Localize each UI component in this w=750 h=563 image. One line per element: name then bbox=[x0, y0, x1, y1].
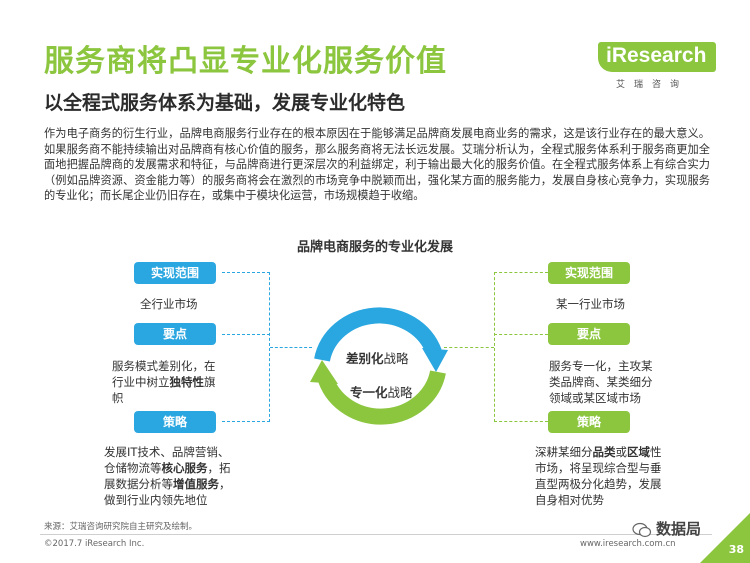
cycle-arrows-icon bbox=[310, 307, 448, 425]
right-strategy-bold-1: 品类 bbox=[592, 445, 616, 459]
left-point-line-2: 行业中树立独特性旗 bbox=[112, 374, 242, 390]
right-strategy-text: 深耕某细分品类或区域性 市场，将呈现综合型与垂 直型两极分化趋势，发展 自身相对… bbox=[535, 444, 695, 508]
right-point-line-1: 服务专一化，主攻某 bbox=[549, 359, 653, 373]
right-strategy-line-1a: 深耕某细分 bbox=[535, 445, 593, 459]
right-connector bbox=[494, 272, 548, 422]
left-point-line-1: 服务模式差别化，在 bbox=[112, 359, 216, 373]
right-strategy-line-2: 市场，将呈现综合型与垂 bbox=[535, 461, 662, 475]
wechat-icon bbox=[632, 522, 652, 537]
copyright: ©2017.7 iResearch Inc. bbox=[44, 539, 145, 549]
left-connector-out bbox=[270, 347, 312, 348]
left-strategy-line-3a: 展数据分析等 bbox=[104, 477, 173, 491]
left-point-bold: 独特性 bbox=[169, 375, 205, 389]
left-point-text: 服务模式差别化，在 行业中树立独特性旗 帜 bbox=[112, 358, 242, 406]
watermark: 数据局 bbox=[632, 518, 701, 539]
page-number: 38 bbox=[728, 543, 744, 556]
left-point-line-2a: 行业中树立 bbox=[112, 375, 170, 389]
top-strategy-label: 差别化战略 bbox=[346, 348, 409, 367]
right-connector-mid bbox=[494, 334, 548, 335]
green-arc bbox=[318, 370, 446, 425]
left-strategy-line-3b: ， bbox=[219, 477, 231, 491]
left-strategy-label: 策略 bbox=[134, 411, 216, 433]
page-subtitle: 以全程式服务体系为基础，发展专业化特色 bbox=[44, 92, 406, 114]
right-point-line-2: 类品牌商、某类细分 bbox=[549, 375, 653, 389]
right-strategy-line-4: 自身相对优势 bbox=[535, 493, 604, 507]
iresearch-logo: iResearch 艾瑞咨询 bbox=[598, 42, 716, 92]
source-note: 来源：艾瑞咨询研究院自主研究及绘制。 bbox=[44, 522, 198, 532]
left-scope-text: 全行业市场 bbox=[140, 297, 198, 311]
corner-decoration bbox=[700, 513, 750, 563]
green-arrowhead bbox=[310, 360, 338, 384]
left-strategy-line-2a: 仓储物流等 bbox=[104, 461, 162, 475]
page-title: 服务商将凸显专业化服务价值 bbox=[44, 44, 447, 79]
logo-subtitle: 艾瑞咨询 bbox=[616, 80, 689, 90]
right-strategy-line-3: 直型两极分化趋势，发展 bbox=[535, 477, 662, 491]
left-strategy-line-2b: ，拓 bbox=[207, 461, 231, 475]
strategy-cycle: 差别化战略 专一化战略 bbox=[304, 300, 454, 432]
right-point-text: 服务专一化，主攻某 类品牌商、某类细分 领域或某区域市场 bbox=[549, 358, 679, 406]
left-point-line-2b: 旗 bbox=[204, 375, 216, 389]
left-scope-label: 实现范围 bbox=[134, 262, 216, 284]
left-strategy-text: 发展IT技术、品牌营销、 仓储物流等核心服务，拓 展数据分析等增值服务， 做到行… bbox=[104, 444, 264, 508]
right-scope-text: 某一行业市场 bbox=[556, 297, 625, 311]
left-connector-mid bbox=[222, 334, 270, 335]
intro-paragraph: 作为电子商务的衍生行业，品牌电商服务行业存在的根本原因在于能够满足品牌商发展电商… bbox=[44, 127, 710, 203]
left-strategy-line-1: 发展IT技术、品牌营销、 bbox=[104, 445, 230, 459]
top-strategy-label-main: 差别化 bbox=[346, 351, 384, 366]
left-strategy-bold-2: 增值服务 bbox=[173, 477, 219, 491]
logo-name: iResearch bbox=[606, 44, 707, 67]
right-point-line-3: 领域或某区域市场 bbox=[549, 391, 641, 405]
left-connector bbox=[222, 272, 270, 422]
blue-arrowhead bbox=[422, 348, 448, 372]
right-strategy-line-1c: 性 bbox=[650, 445, 662, 459]
blue-arc bbox=[314, 307, 442, 362]
right-scope-label: 实现范围 bbox=[548, 262, 630, 284]
right-connector-out bbox=[444, 347, 494, 348]
right-strategy-line-1: 深耕某细分品类或区域性 bbox=[535, 444, 695, 460]
left-point-label: 要点 bbox=[134, 323, 216, 345]
bottom-strategy-label-suffix: 战略 bbox=[387, 385, 413, 400]
diagram-title: 品牌电商服务的专业化发展 bbox=[296, 240, 453, 255]
left-strategy-line-3: 展数据分析等增值服务， bbox=[104, 476, 264, 492]
website-link[interactable]: www.iresearch.com.cn bbox=[580, 539, 676, 549]
left-strategy-line-4: 做到行业内领先地位 bbox=[104, 493, 208, 507]
logo-badge bbox=[598, 42, 716, 72]
bottom-strategy-label: 专一化战略 bbox=[350, 382, 413, 401]
watermark-text: 数据局 bbox=[656, 520, 702, 538]
left-point-line-3: 帜 bbox=[112, 391, 124, 405]
left-strategy-line-2: 仓储物流等核心服务，拓 bbox=[104, 460, 264, 476]
right-strategy-line-1b: 或 bbox=[615, 445, 628, 459]
left-strategy-bold-1: 核心服务 bbox=[161, 461, 208, 475]
bottom-strategy-label-main: 专一化 bbox=[350, 385, 388, 400]
footer-divider bbox=[40, 534, 712, 535]
right-strategy-bold-2: 区域 bbox=[627, 445, 650, 459]
right-point-label: 要点 bbox=[548, 323, 630, 345]
right-strategy-label: 策略 bbox=[548, 411, 630, 433]
top-strategy-label-suffix: 战略 bbox=[383, 351, 409, 366]
